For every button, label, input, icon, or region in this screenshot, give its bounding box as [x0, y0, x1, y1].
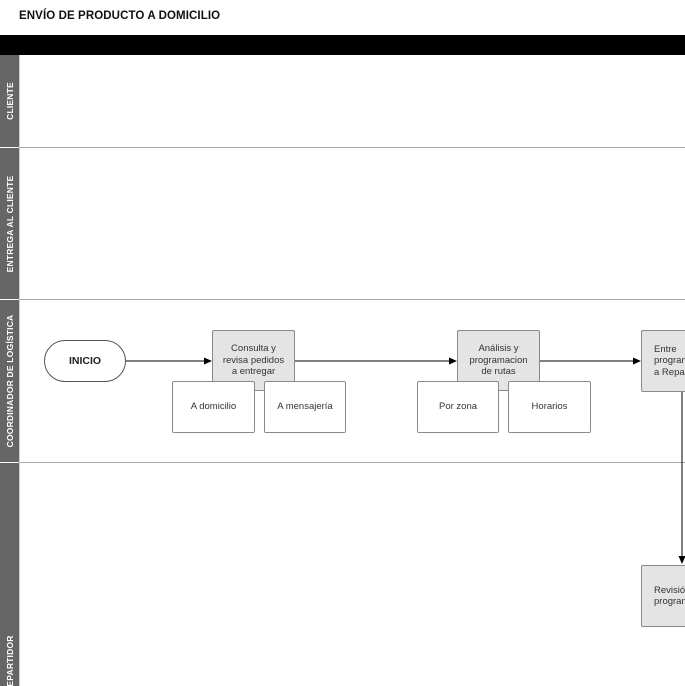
lane-repartidor: EPARTIDOR [0, 463, 19, 686]
lane-entrega: ENTREGA AL CLIENTE [0, 148, 19, 299]
lane-divider [19, 147, 685, 148]
lane-coordinador: COORDINADOR DE LOGÍSTICA [0, 300, 19, 462]
lane-divider [19, 462, 685, 463]
sub-por-zona: Por zona [417, 381, 499, 433]
process-consulta: Consulta y revisa pedidos a entregar [212, 330, 295, 391]
lane-border [19, 55, 20, 686]
sub-horarios: Horarios [508, 381, 591, 433]
start-terminal: INICIO [44, 340, 126, 382]
header-bar [0, 35, 685, 55]
process-entrega-programacion: Entre program a Repa [641, 330, 685, 392]
process-analisis: Análisis y programacion de rutas [457, 330, 540, 391]
lane-divider [19, 299, 685, 300]
diagram-title: ENVÍO DE PRODUCTO A DOMICILIO [19, 10, 221, 22]
sub-a-domicilio: A domicilio [172, 381, 255, 433]
process-revision-programacion: Revisió program [641, 565, 685, 627]
lane-cliente: CLIENTE [0, 55, 19, 147]
sub-a-mensajeria: A mensajería [264, 381, 346, 433]
